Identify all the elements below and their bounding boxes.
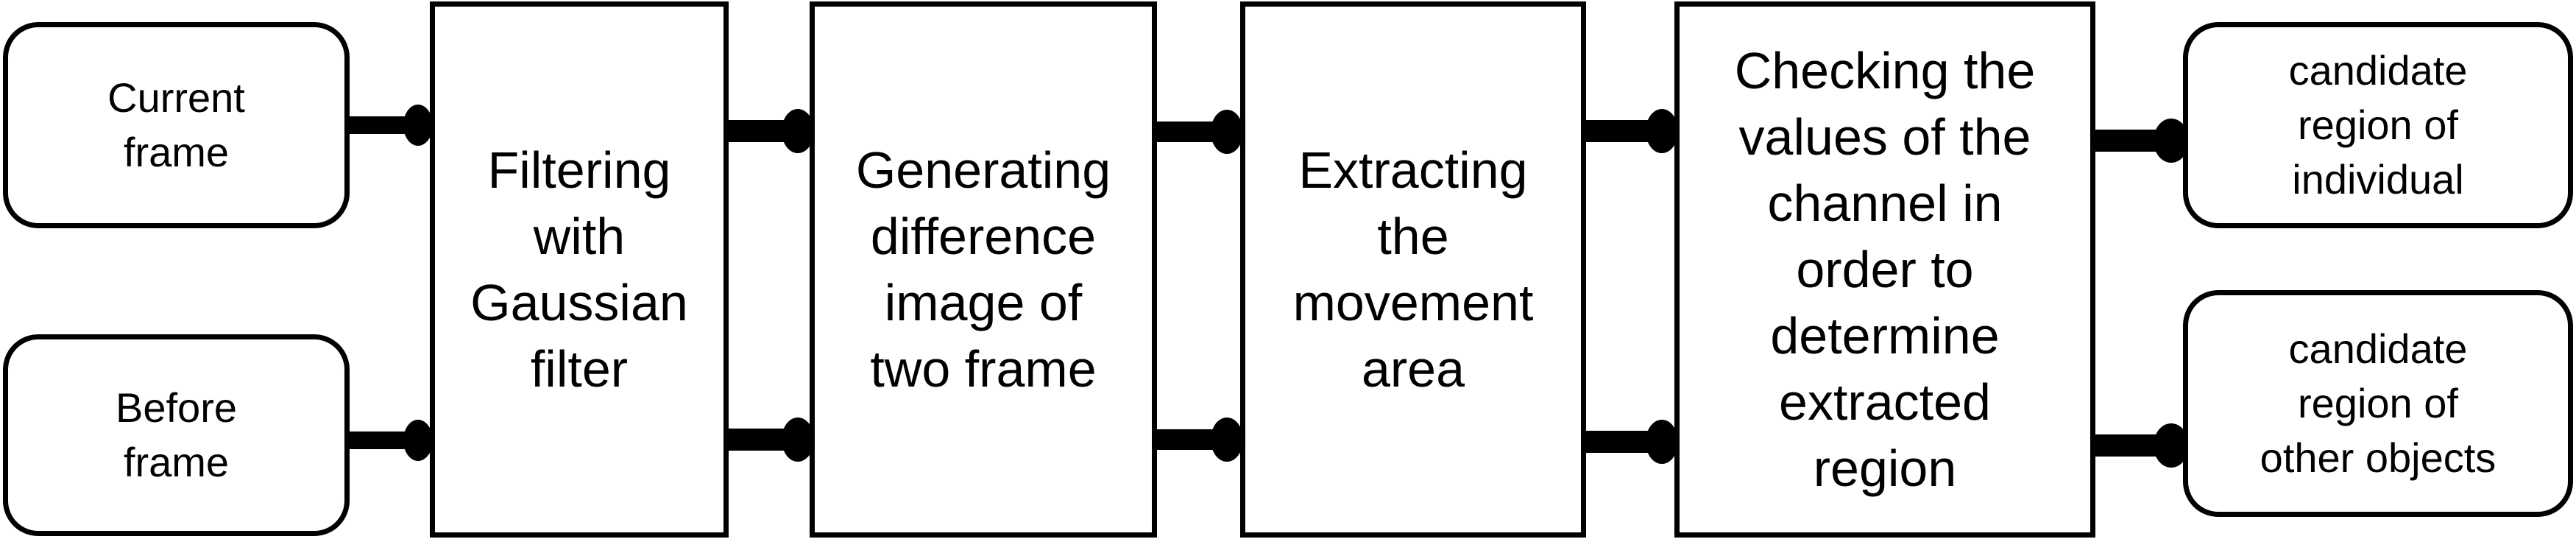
- connector-checking-to-individual: [2092, 119, 2189, 163]
- node-candidate-individual: candidate region of individual: [2183, 22, 2573, 228]
- node-current-frame: Current frame: [3, 22, 350, 228]
- node-movement-area-label: Extracting the movement area: [1292, 141, 1534, 398]
- connector-gaussian-to-difference-top: [725, 109, 814, 153]
- node-checking-channel: Checking the values of the channel in or…: [1674, 1, 2095, 538]
- connector-difference-to-movement-bottom: [1153, 418, 1243, 462]
- connector-gaussian-to-difference-bottom: [725, 418, 814, 462]
- connector-before-to-gaussian: [346, 420, 433, 461]
- node-difference-image-label: Generating difference image of two frame: [855, 141, 1111, 398]
- connector-movement-to-checking-bottom: [1582, 420, 1678, 464]
- node-movement-area: Extracting the movement area: [1240, 1, 1586, 538]
- node-difference-image: Generating difference image of two frame: [810, 1, 1157, 538]
- node-candidate-other-objects: candidate region of other objects: [2183, 290, 2573, 517]
- node-candidate-individual-label: candidate region of individual: [2288, 47, 2468, 202]
- node-candidate-other-objects-label: candidate region of other objects: [2260, 325, 2497, 481]
- node-before-frame: Before frame: [3, 334, 350, 536]
- connector-current-to-gaussian: [346, 105, 433, 146]
- node-gaussian-filter-label: Filtering with Gaussian filter: [470, 141, 688, 398]
- connector-movement-to-checking-top: [1582, 109, 1678, 153]
- node-before-frame-label: Before frame: [116, 384, 237, 485]
- node-checking-channel-label: Checking the values of the channel in or…: [1734, 42, 2036, 497]
- connector-difference-to-movement-top: [1153, 110, 1243, 154]
- node-current-frame-label: Current frame: [107, 74, 245, 175]
- node-gaussian-filter: Filtering with Gaussian filter: [430, 1, 729, 538]
- connector-checking-to-other-objects: [2092, 423, 2189, 468]
